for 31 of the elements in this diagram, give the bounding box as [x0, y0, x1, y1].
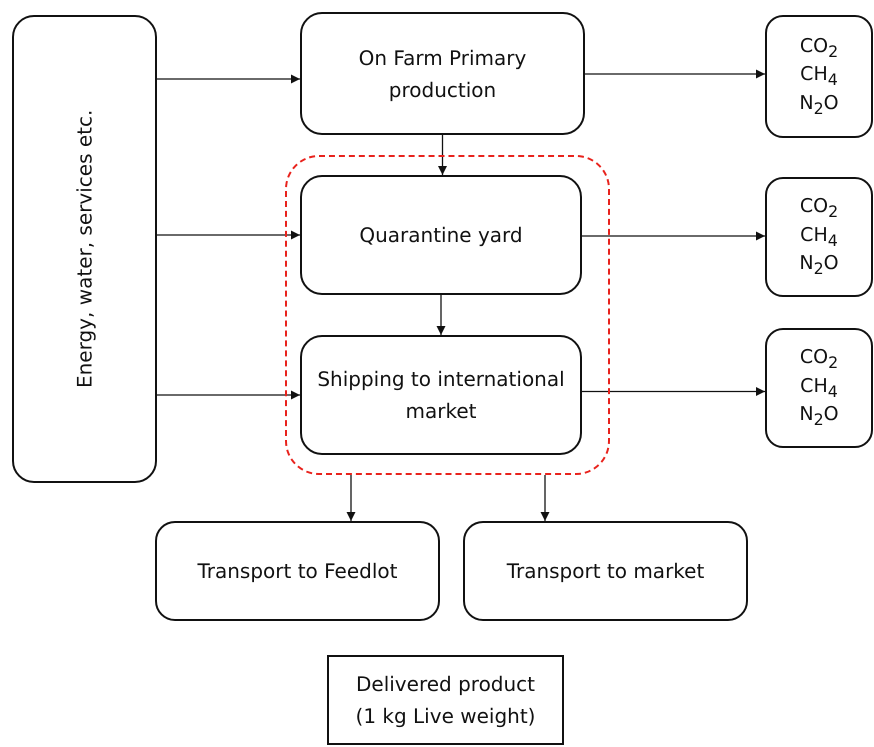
arrow	[157, 230, 300, 240]
node-text: Energy, water, services etc.	[72, 110, 98, 388]
arrow	[540, 475, 550, 521]
node-text: Shipping to international market	[316, 366, 566, 425]
process-box	[300, 335, 582, 455]
emission-box	[765, 15, 873, 138]
process-box	[155, 521, 440, 621]
node-text: CO$_{2}$ CH$_{4}$ N$_{2}$O	[799, 34, 839, 120]
node-text: Quarantine yard	[359, 222, 523, 249]
emission-box	[765, 328, 873, 448]
arrow	[438, 135, 447, 175]
arrow	[436, 295, 446, 335]
arrow	[582, 387, 765, 396]
node-text: CO$_{2}$ CH$_{4}$ N$_{2}$O	[799, 345, 839, 431]
emission-box	[765, 177, 873, 297]
process-box	[12, 15, 157, 483]
process-box	[300, 175, 582, 295]
process-box	[327, 655, 564, 745]
node-text: Transport to Feedlot	[198, 558, 398, 585]
arrow	[582, 232, 765, 240]
node-text: CO$_{2}$ CH$_{4}$ N$_{2}$O	[799, 194, 839, 280]
node-text: On Farm Primary production	[358, 44, 528, 104]
node-text: Delivered product (1 kg Live weight)	[354, 671, 536, 730]
arrow	[157, 390, 300, 400]
arrow	[157, 74, 300, 84]
arrow	[346, 475, 356, 521]
process-box	[463, 521, 748, 621]
dashed-group-outline	[285, 155, 610, 475]
node-text: Transport to market	[506, 558, 704, 585]
process-box	[300, 12, 585, 135]
arrow	[585, 70, 765, 78]
